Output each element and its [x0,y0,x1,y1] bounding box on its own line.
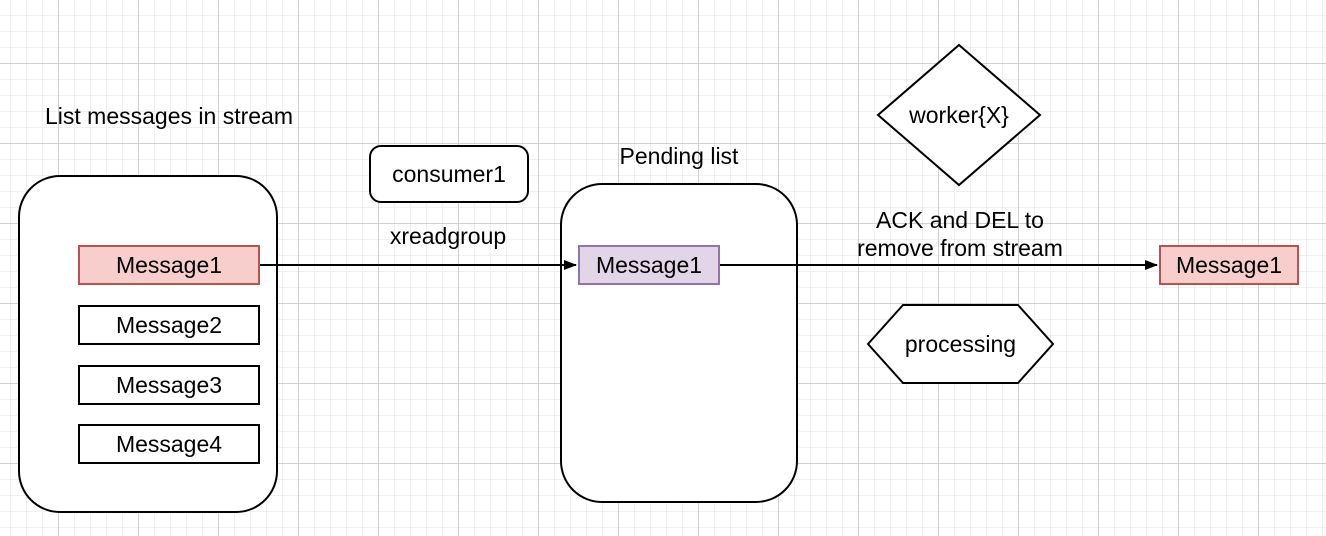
pending-message[interactable]: Message1 [578,245,720,285]
ack-del-label-line2: remove from stream [857,235,1063,261]
pending-title-label[interactable]: Pending list [619,143,739,169]
pending-message-label: Message1 [595,251,703,278]
stream-message-4[interactable]: Message4 [78,424,260,464]
stream-message-3-label: Message3 [115,371,223,398]
ack-del-label-line1: ACK and DEL to [876,207,1044,233]
worker-diamond[interactable] [876,43,1042,187]
worker-diamond-label: worker{X} [909,101,1009,128]
stream-message-1-label: Message1 [115,251,223,278]
consumer-node-label: consumer1 [392,160,506,187]
ack-del-label[interactable]: ACK and DEL to remove from stream [810,206,1110,262]
processing-hexagon-label: processing [904,330,1017,357]
xreadgroup-label[interactable]: xreadgroup [389,223,507,249]
stream-message-2[interactable]: Message2 [78,305,260,345]
result-message-label: Message1 [1175,251,1283,278]
pending-list-container[interactable] [560,183,798,503]
stream-message-1[interactable]: Message1 [78,245,260,285]
consumer-node[interactable]: consumer1 [369,145,529,203]
stream-message-3[interactable]: Message3 [78,365,260,405]
processing-hexagon[interactable] [866,304,1055,384]
stream-title-label[interactable]: List messages in stream [45,103,293,129]
stream-message-2-label: Message2 [115,311,223,338]
result-message[interactable]: Message1 [1159,245,1299,285]
stream-message-4-label: Message4 [115,430,223,457]
